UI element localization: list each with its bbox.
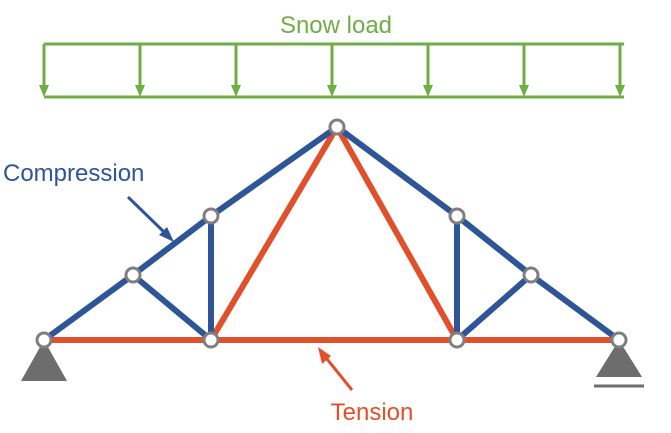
supports [21,340,644,388]
compression-web-right-diagonal [454,272,534,343]
compression-top-chord-left-3 [208,124,340,219]
joint-left-support [35,331,53,349]
joint-right-support [610,331,628,349]
snow-load-arrows [39,44,625,97]
snow-load-distributed-load [39,42,625,99]
joint-left-panel-2 [202,207,220,225]
snow-load-arrow-head [231,85,241,97]
compression-top-chord-left-1 [41,272,136,343]
compression-pointer-line [126,195,166,234]
compression-top-chord-right-3 [528,272,622,343]
joint-left-panel-1 [124,266,142,284]
compression-members [41,124,622,343]
snow-load-arrow-head [327,85,337,97]
tension-diagonal-left [208,124,340,343]
compression-top-chord-right-1 [334,124,460,219]
tension-pointer-head [318,347,331,364]
tension-diagonal-right [334,124,460,343]
joint-right-panel-2 [448,207,466,225]
compression-web-left-diagonal [130,272,214,343]
tension-members [41,124,622,343]
compression-label: Compression [3,160,144,187]
joint-right-panel-1 [522,266,540,284]
roller-support-right [596,340,642,377]
pin-support-left [21,340,67,381]
snow-load-arrow-head [519,85,529,97]
compression-pointer-head [159,227,174,242]
snow-load-arrow-head [39,85,49,97]
compression-top-chord-left-2 [130,213,214,278]
joint-apex [328,118,346,136]
compression-top-chord-right-2 [454,213,534,278]
truss-joints [35,118,628,349]
tension-label: Tension [331,399,414,426]
label-pointers [126,195,354,391]
snow-load-arrow-head [135,85,145,97]
tension-pointer-line [325,358,354,391]
joint-bottom-right [448,331,466,349]
snow-load-arrow-head [423,85,433,97]
snow-load-arrow-head [615,85,625,97]
joint-bottom-left [202,331,220,349]
snow-load-label: Snow load [280,12,392,39]
